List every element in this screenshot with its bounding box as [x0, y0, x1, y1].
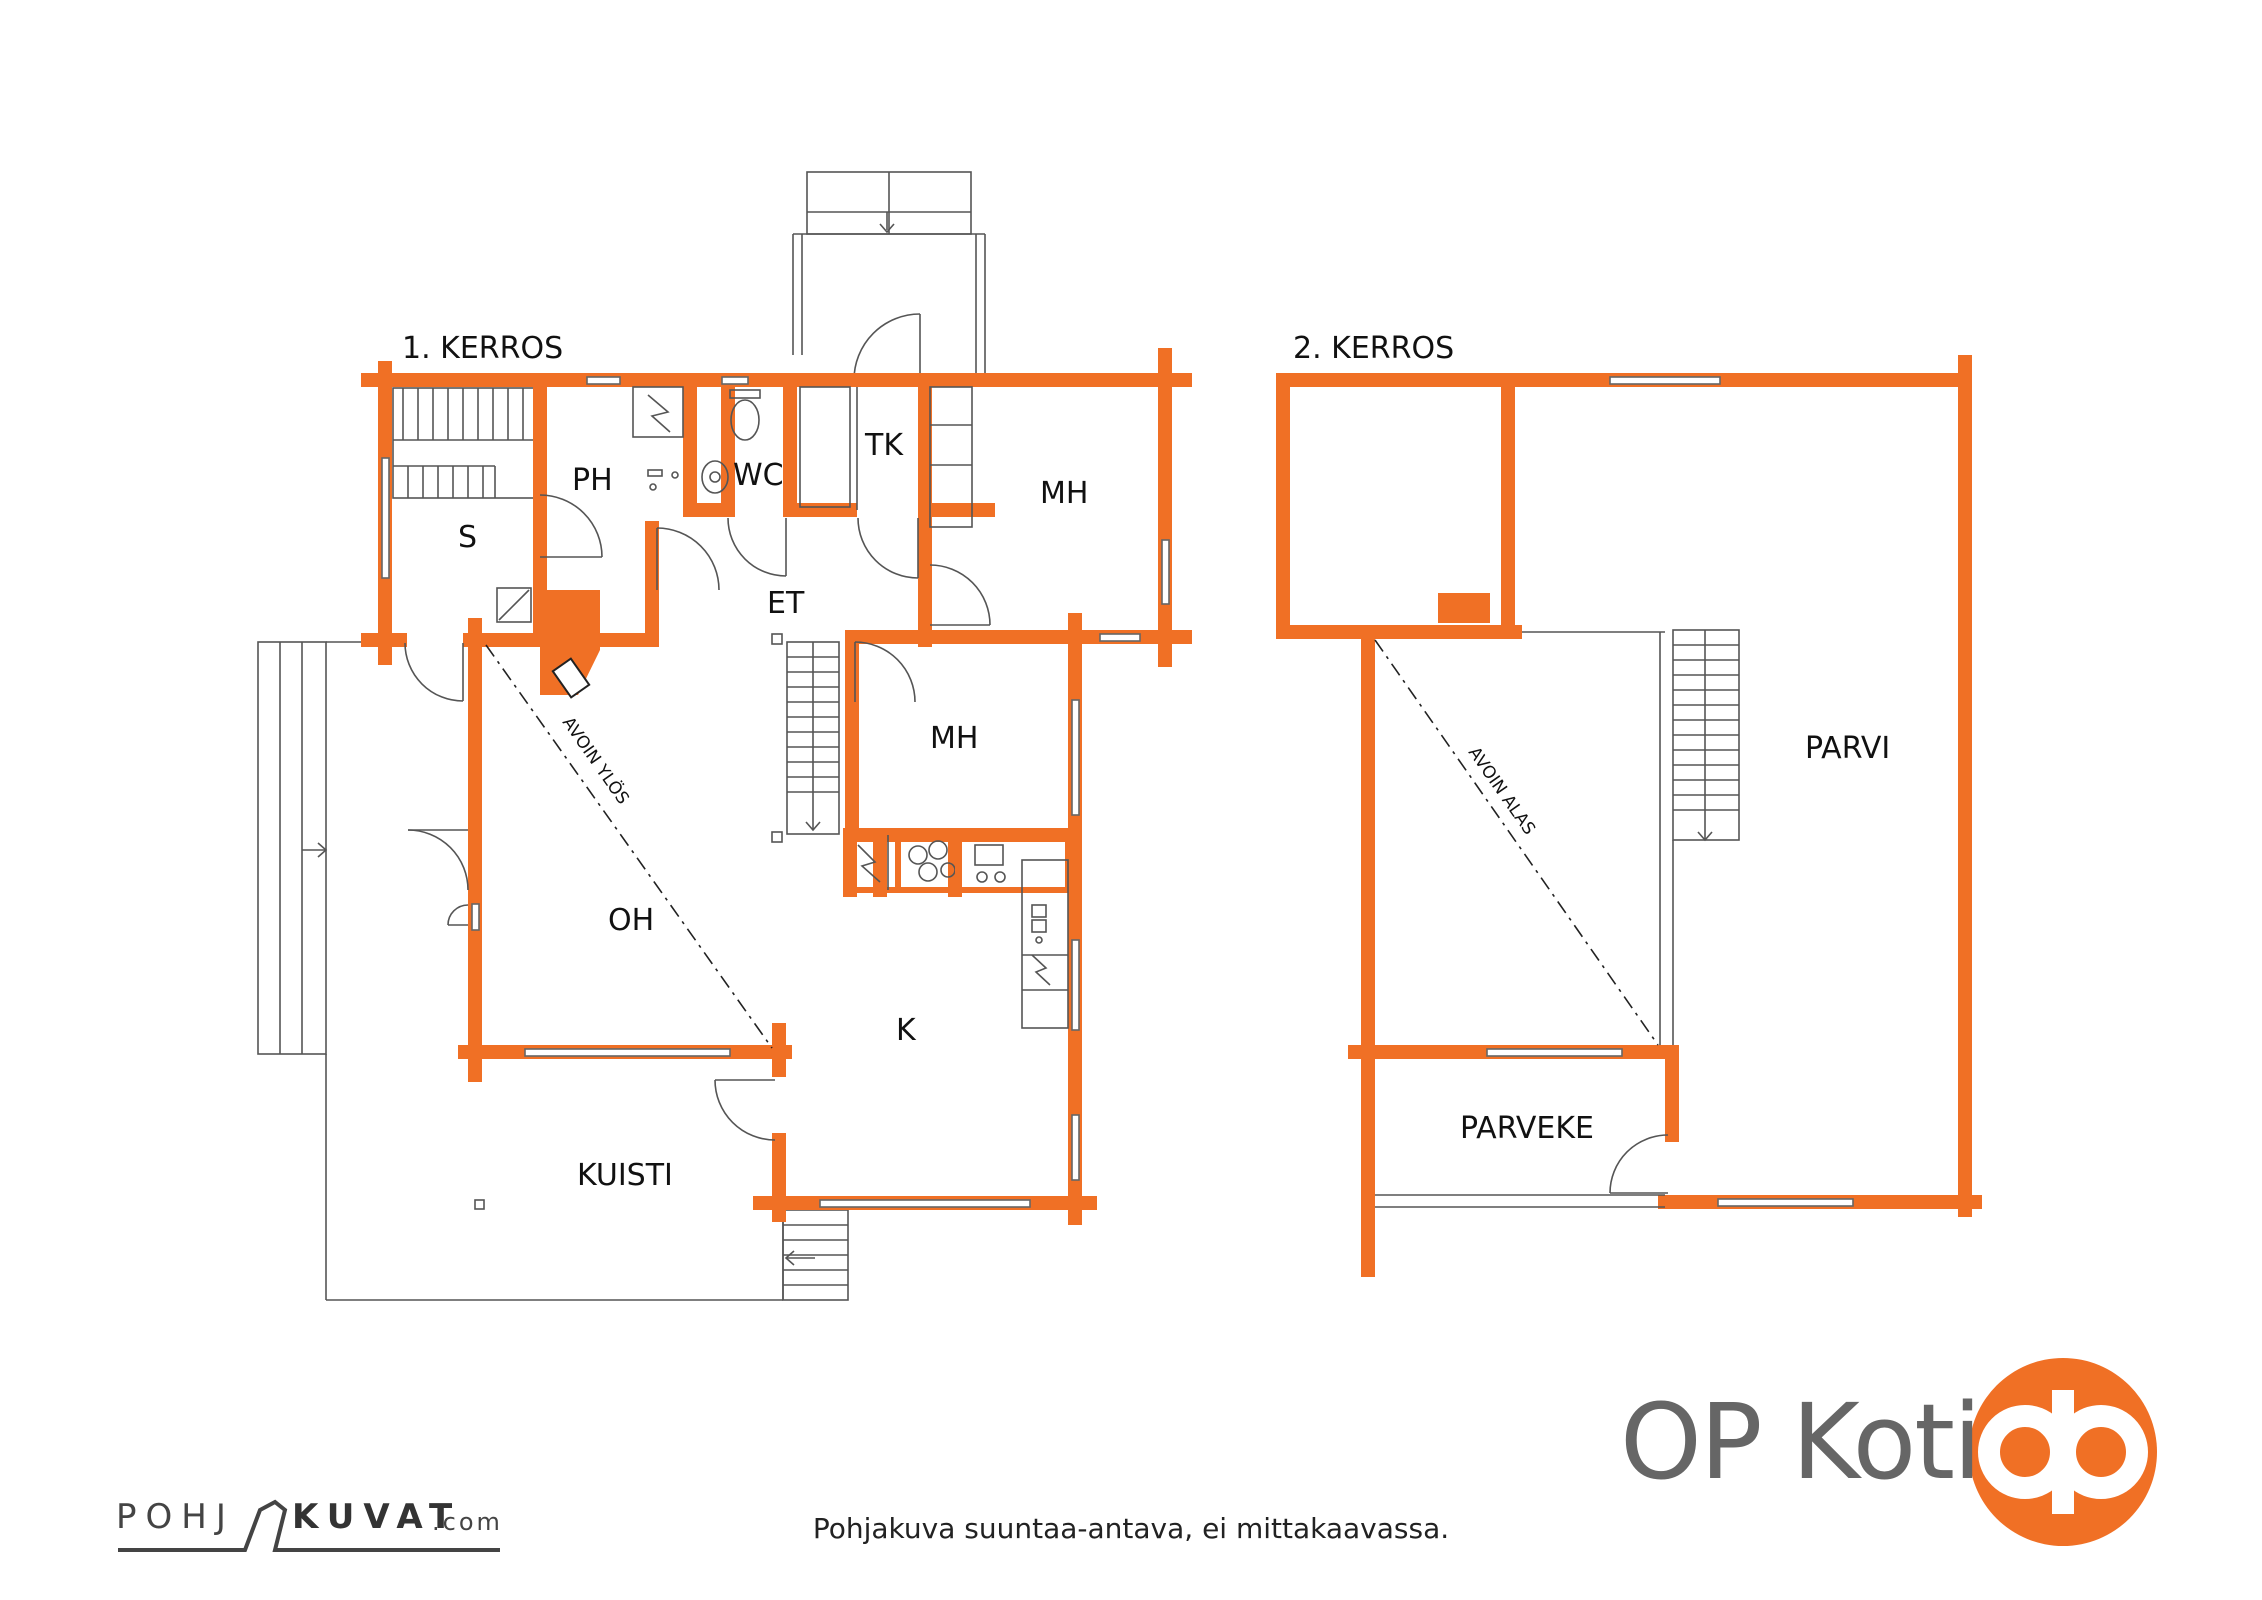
pohjakuvat-left: POHJ — [116, 1497, 235, 1537]
staircase-upper — [392, 387, 537, 499]
second-floor-title: 2. KERROS — [1293, 331, 1454, 366]
chimney — [1438, 593, 1490, 623]
room-label-kuisti: KUISTI — [577, 1158, 673, 1193]
room-label-k: K — [896, 1013, 917, 1048]
staircase-middle — [771, 633, 840, 843]
bottom-steps — [782, 1209, 849, 1301]
labels: 1. KERROS 2. KERROS PH WC TK MH S ET MH … — [402, 331, 1890, 1193]
first-floor-title: 1. KERROS — [402, 331, 563, 366]
fireplace — [496, 587, 600, 699]
room-label-mh-mid: MH — [930, 721, 978, 756]
footer-disclaimer: Pohjakuva suuntaa-antava, ei mittakaavas… — [812, 1512, 1450, 1545]
porch-post — [474, 1199, 485, 1210]
left-terrace — [257, 641, 784, 1301]
open-up-label: AVOIN YLÖS — [558, 712, 634, 808]
room-label-parvi: PARVI — [1805, 731, 1890, 766]
kitchen-fixtures — [845, 832, 1071, 1029]
room-label-tk: TK — [864, 428, 904, 463]
pohjakuvat-logo: POHJ KUVAT .com — [116, 1500, 516, 1550]
walls-second-floor — [1276, 355, 1982, 1277]
doors-first-floor — [404, 494, 991, 1141]
tk-closet — [799, 386, 973, 528]
open-above-line — [485, 644, 773, 1049]
room-label-mh-top: MH — [1040, 476, 1088, 511]
windows-second-floor — [1375, 376, 1854, 1208]
room-label-parveke: PARVEKE — [1460, 1111, 1594, 1146]
room-label-oh: OH — [608, 903, 654, 938]
op-logo-icon — [1969, 1358, 2157, 1546]
room-label-s: S — [458, 520, 477, 555]
bathroom-fixtures — [632, 386, 761, 494]
room-label-ph: PH — [572, 463, 613, 498]
staircase-upper-second — [1515, 629, 1740, 1055]
room-label-wc: WC — [733, 458, 784, 493]
first-floor: AVOIN YLÖS — [257, 171, 1192, 1301]
pohjakuvat-tld: .com — [432, 1508, 503, 1536]
room-label-et: ET — [767, 586, 805, 621]
op-koti-wordmark: OP Koti — [1620, 1381, 1982, 1503]
doors-second-floor — [1609, 1134, 1669, 1194]
windows-first-floor — [381, 376, 1170, 1208]
pohjakuvat-right: KUVAT — [292, 1497, 462, 1537]
open-below-line — [1374, 639, 1659, 1046]
open-down-label: AVOIN ALAS — [1464, 743, 1539, 838]
second-floor: AVOIN ALAS — [1276, 355, 1982, 1277]
entrance-porch — [792, 171, 986, 381]
pohjakuvat-logo-line — [118, 1499, 500, 1552]
